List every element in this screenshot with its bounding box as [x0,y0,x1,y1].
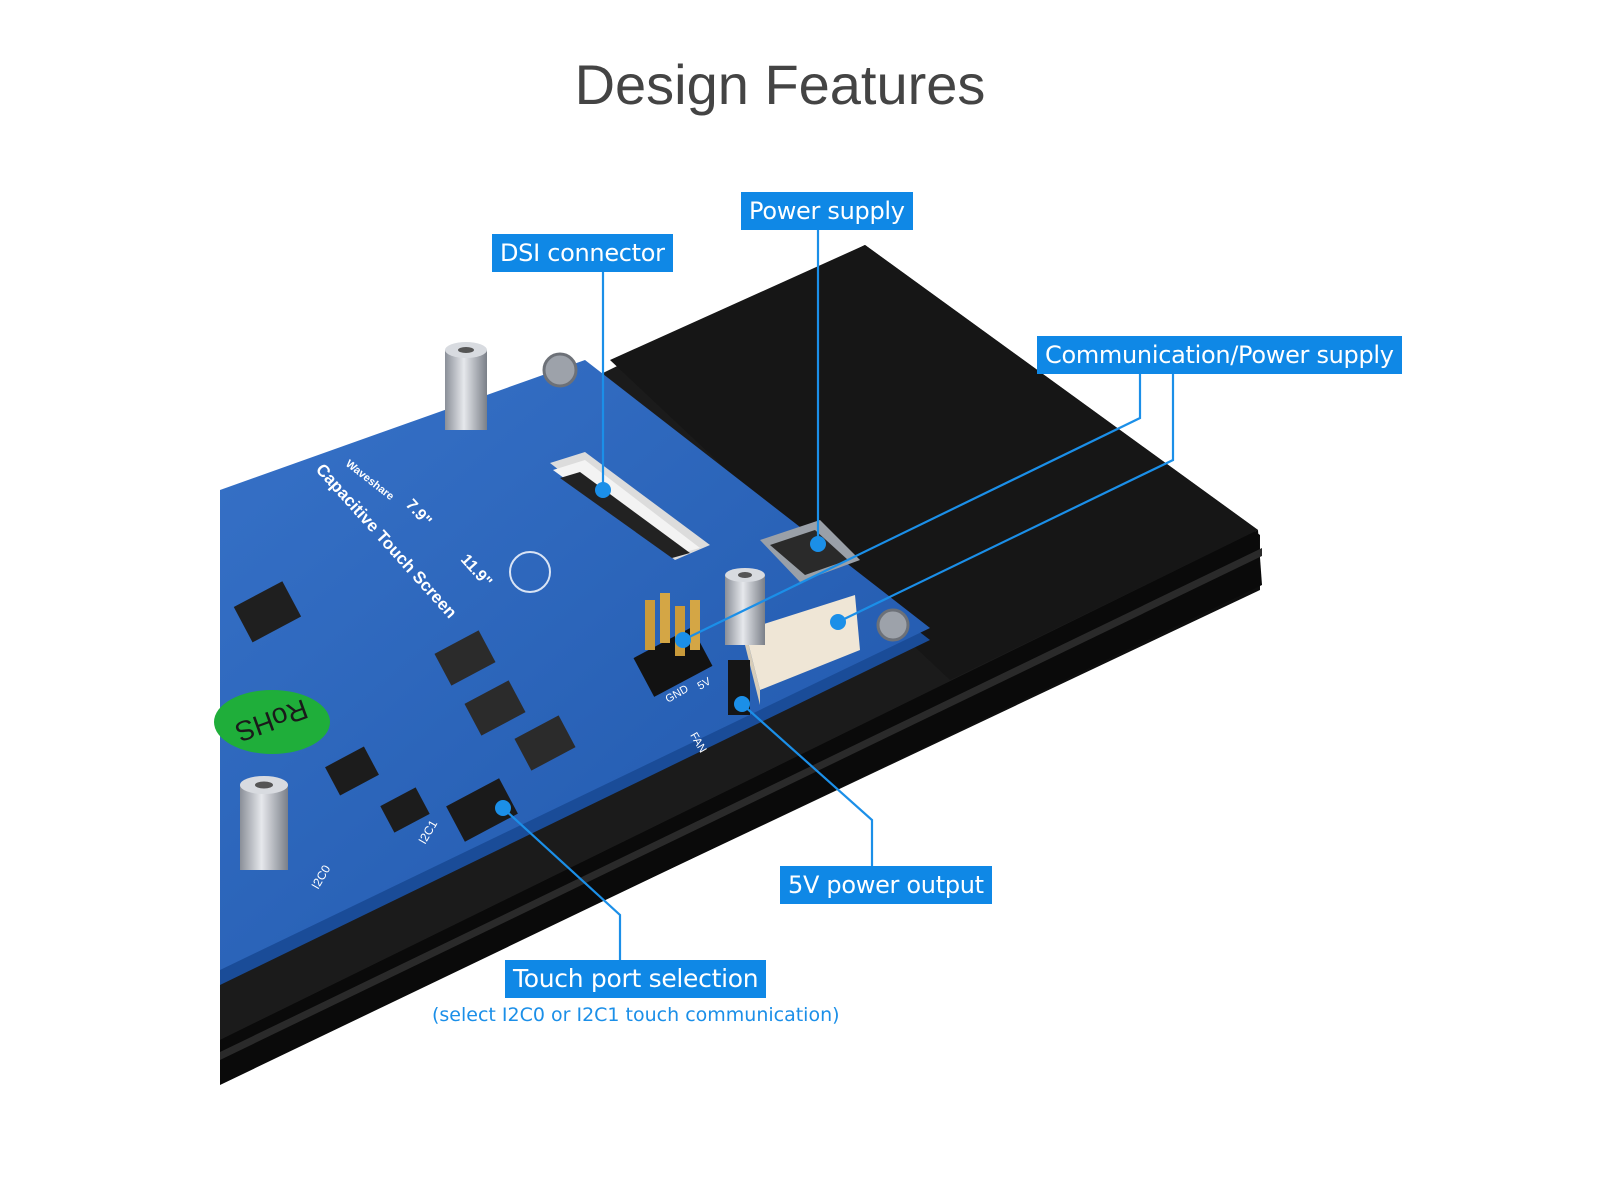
touch-port-callout: Touch port selection [505,960,767,998]
chip [325,746,379,796]
dsi-connector-callout: DSI connector [492,234,673,272]
chip [380,787,430,833]
leader-lines [502,229,1175,965]
leader-dots [495,482,846,816]
page-title: Design Features [574,53,986,116]
chip [514,715,576,771]
dsi-connector [550,452,710,560]
pogo-pins [633,593,713,697]
standoff [240,776,288,870]
screw [876,608,910,642]
standoff [445,342,487,430]
power-supply-callout: Power supply [741,192,913,230]
5v-output-callout: 5V power output [780,866,992,904]
dip-switch [446,778,518,842]
rohs-sticker [214,690,330,754]
touch-port-note: (select I2C0 or I2C1 touch communication… [432,1004,840,1026]
screw [542,352,578,388]
chip [434,630,496,686]
comm-power-callout: Communication/Power supply [1037,336,1402,374]
pcb-board: RoHS Waveshare Capacitive Touch Screen 7… [214,342,930,985]
standoff [725,568,765,645]
chip [233,581,302,643]
chip [464,680,526,736]
